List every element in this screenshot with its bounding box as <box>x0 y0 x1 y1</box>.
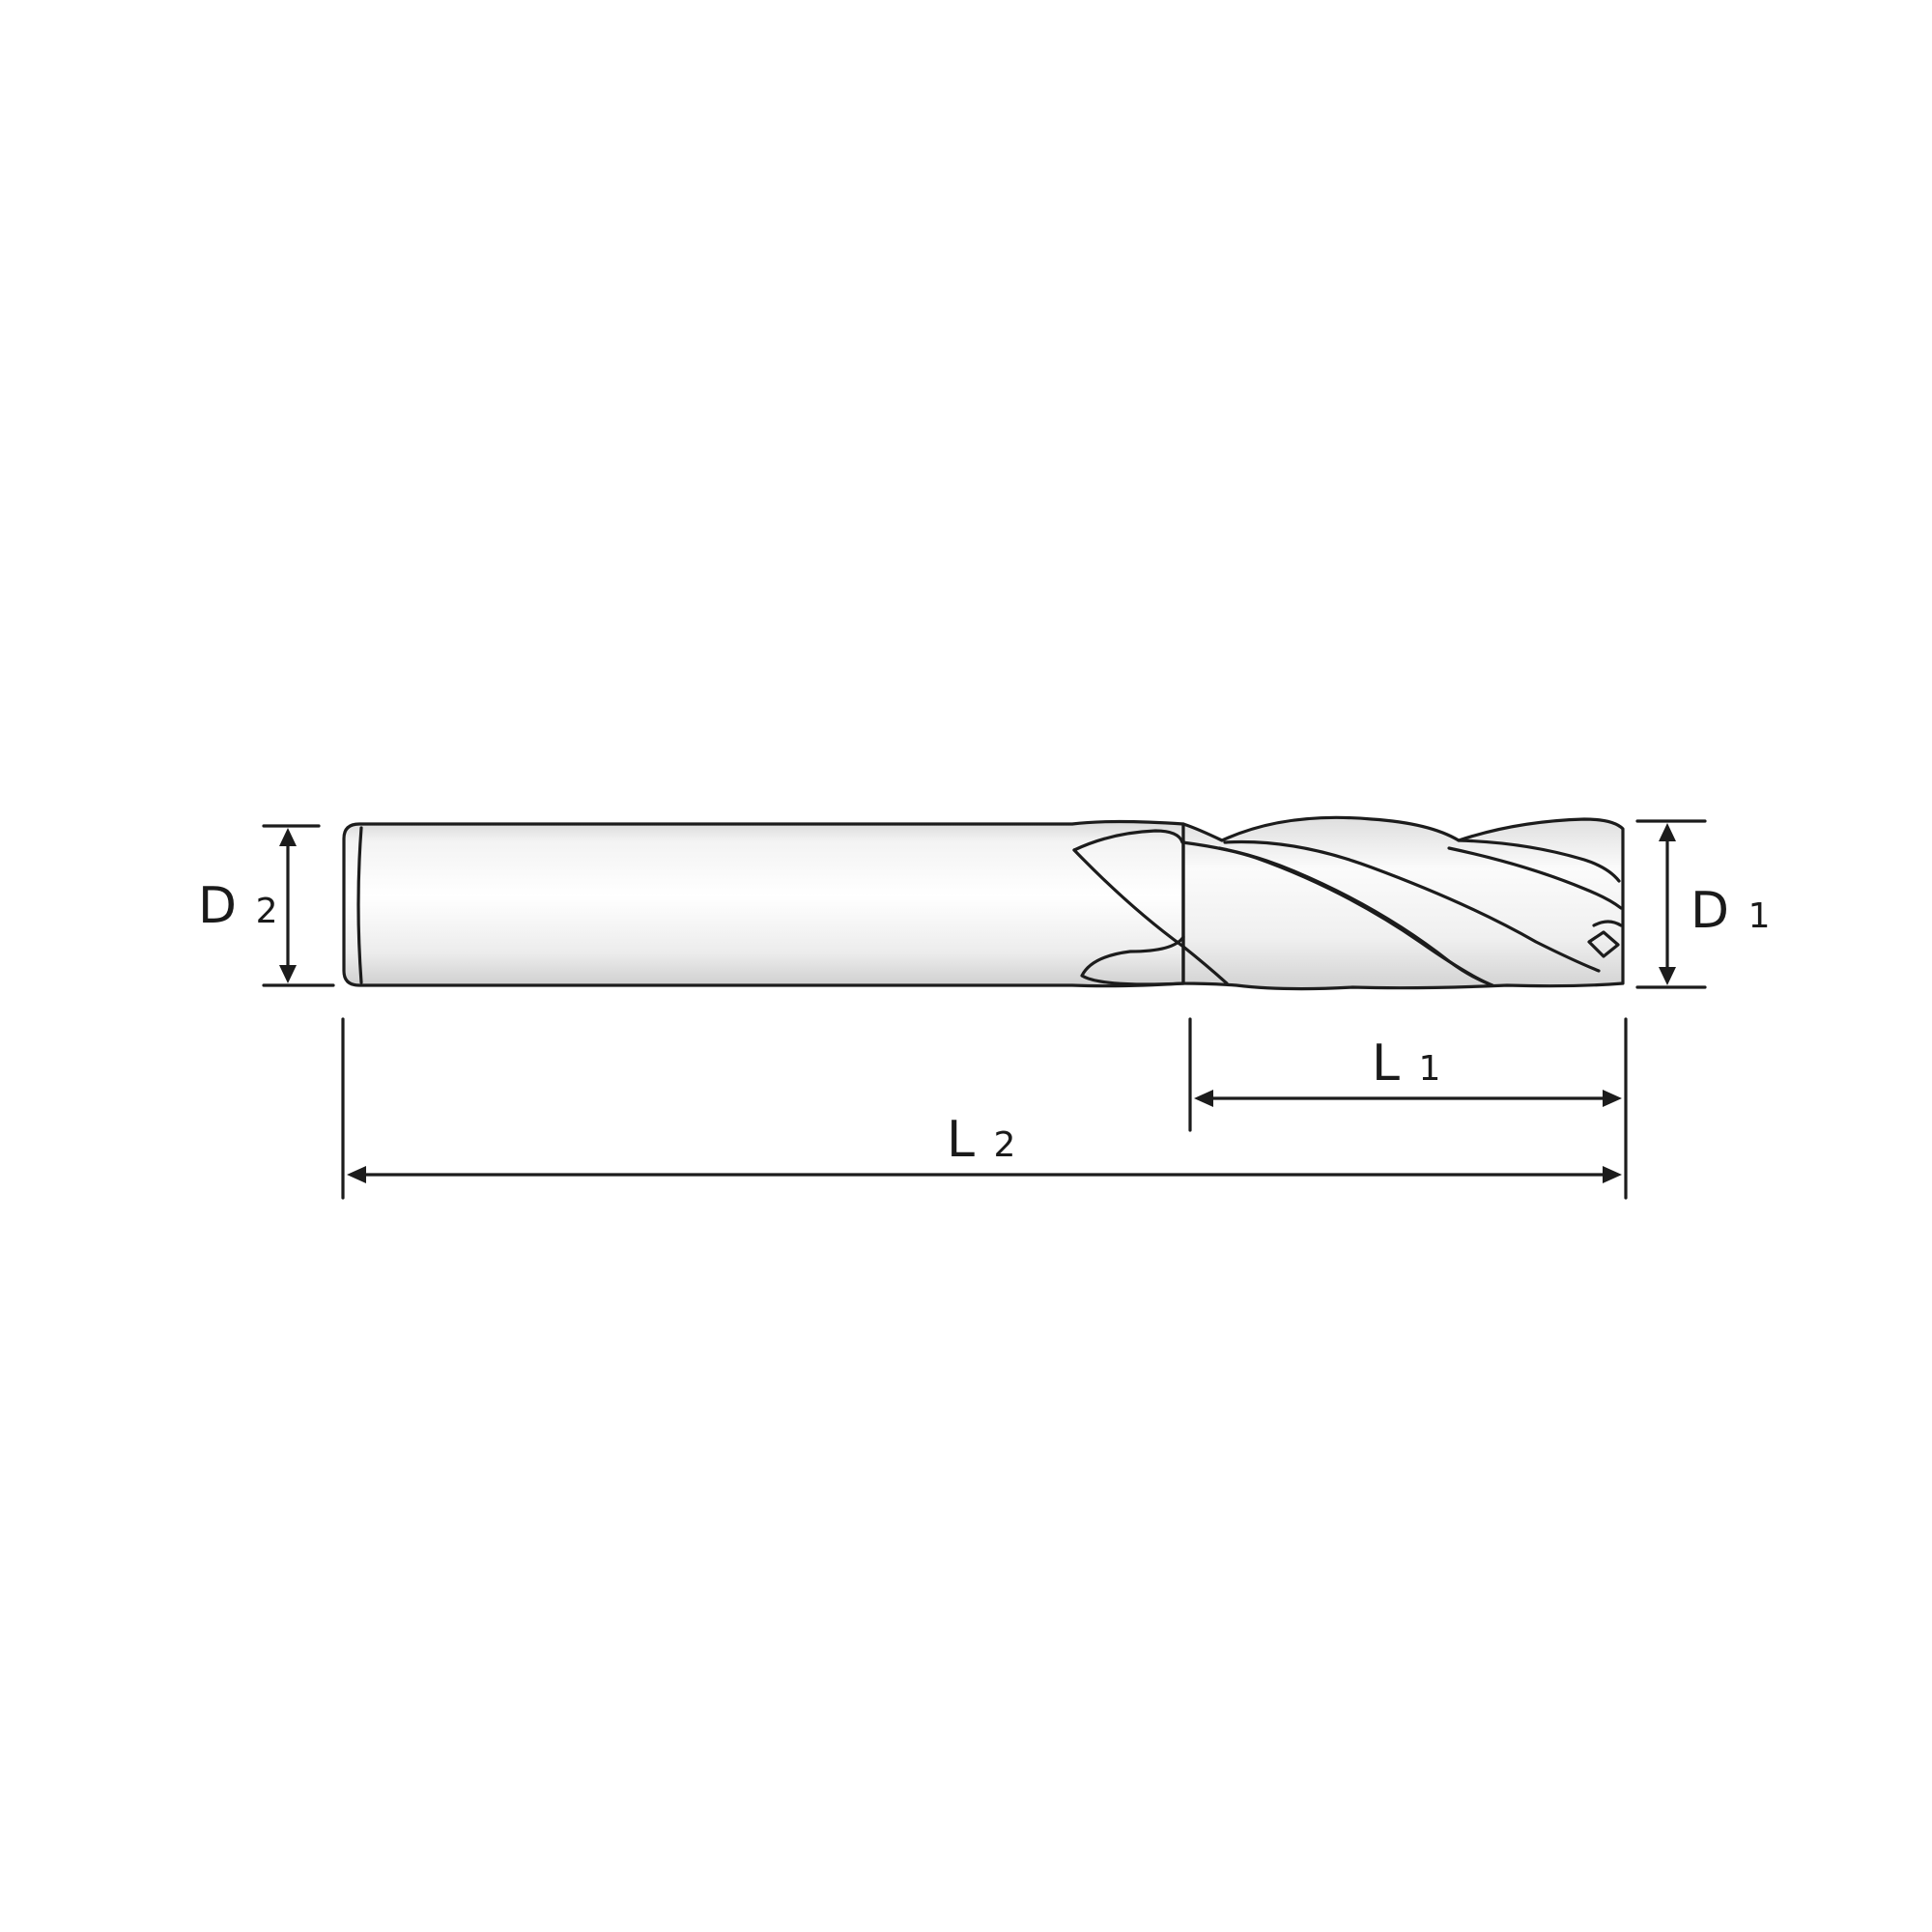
flute-edge-2 <box>1072 848 1229 985</box>
l1-label: L <box>1372 1035 1400 1093</box>
l1-subscript: 1 <box>1419 1049 1441 1089</box>
d1-dimension: D 1 <box>1635 819 1770 989</box>
svg-text:D 1: D 1 <box>1690 882 1770 940</box>
end-mill-tool <box>342 815 1625 991</box>
d2-label: D <box>198 877 237 935</box>
svg-text:D 2: D 2 <box>198 877 277 935</box>
flute-edge-6 <box>1447 846 1623 910</box>
flute-edge-4 <box>1223 839 1601 973</box>
l2-dimension: L 2 <box>341 1017 1622 1200</box>
l2-subscript: 2 <box>994 1125 1016 1165</box>
flute-body <box>1181 815 1625 991</box>
d2-dimension: D 2 <box>198 824 335 987</box>
d1-label: D <box>1690 882 1729 940</box>
flute-edge-7 <box>1080 935 1185 986</box>
tip-detail <box>1587 930 1620 958</box>
shank <box>342 819 1185 988</box>
flute-edge-3 <box>1217 846 1490 985</box>
d2-subscript: 2 <box>256 892 278 931</box>
tip-detail-2 <box>1592 920 1623 927</box>
shank-chamfer-line <box>356 826 363 984</box>
svg-text:L 2: L 2 <box>947 1111 1015 1169</box>
d1-subscript: 1 <box>1748 896 1771 936</box>
flute-edge-5 <box>1457 838 1621 883</box>
l2-label: L <box>947 1111 975 1169</box>
svg-text:L 1: L 1 <box>1372 1035 1440 1093</box>
l1-dimension: L 1 <box>1188 1017 1628 1200</box>
